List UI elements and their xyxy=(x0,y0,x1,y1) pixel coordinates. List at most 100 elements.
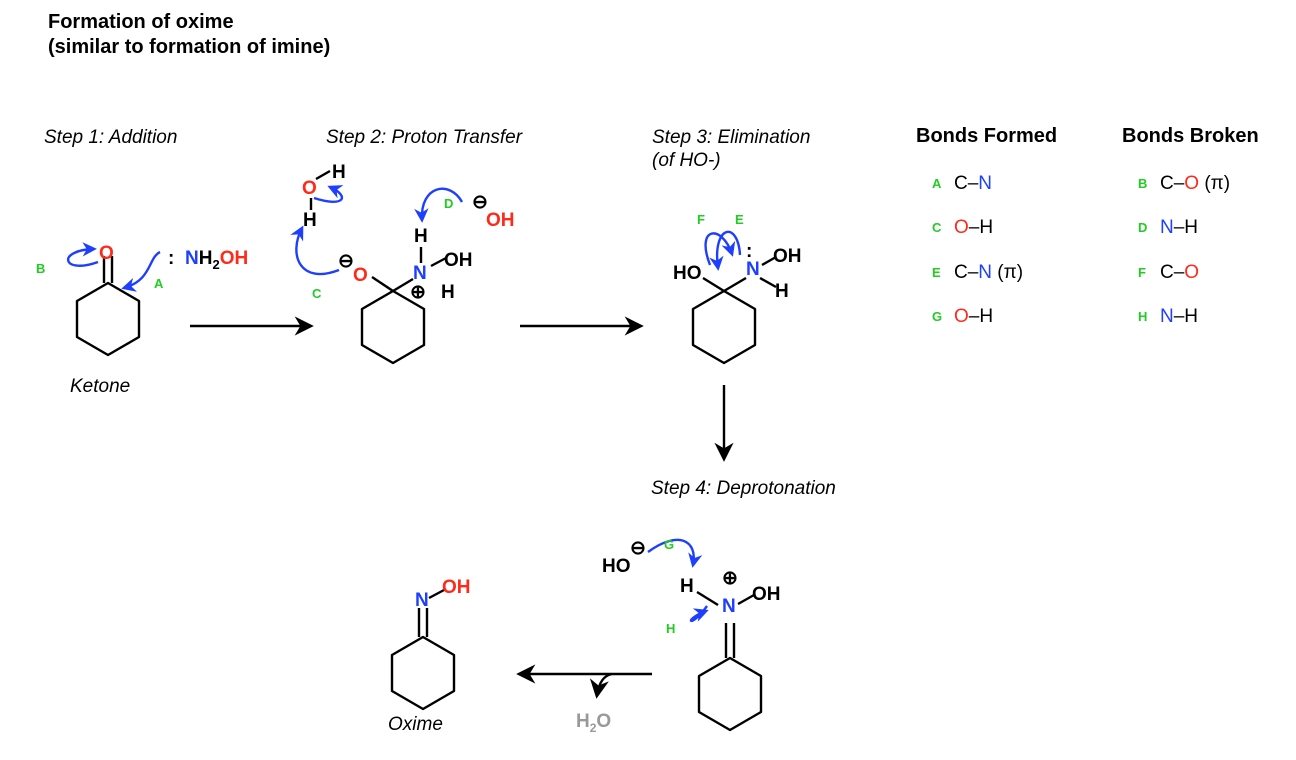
bonds-broken-header: Bonds Broken xyxy=(1122,125,1259,147)
ketone-oxygen: O xyxy=(99,243,114,264)
bond-left: C– xyxy=(954,173,979,194)
hydroxylamine: NH2OH xyxy=(185,248,248,272)
bond-left: O xyxy=(954,306,969,327)
arrow-label-h: H xyxy=(666,621,675,636)
bond-left: N xyxy=(1160,217,1174,238)
bonds-formed-row: A C–N xyxy=(932,173,992,195)
hydroxylamine-n: N xyxy=(185,248,199,269)
curved-arrow-c xyxy=(290,225,340,276)
hydroxyl-ho: HO xyxy=(673,263,702,284)
hydroxylamine-h: H xyxy=(199,248,213,269)
bond-right: N xyxy=(978,262,993,283)
curved-arrow-a xyxy=(121,250,161,292)
row-label: B xyxy=(1138,176,1148,192)
step-3-heading: Step 3: Elimination (of HO-) xyxy=(652,126,810,172)
ammonium-oh: OH xyxy=(444,250,473,271)
iminium-nitrogen: N xyxy=(722,596,736,617)
oxime-caption: Oxime xyxy=(388,714,443,735)
hydroxylamine-2: 2 xyxy=(212,257,219,272)
curved-arrow-f xyxy=(704,232,736,266)
water-o: O xyxy=(596,711,611,732)
arrow-label-b: B xyxy=(36,261,45,276)
bond-right: O xyxy=(1184,173,1200,194)
step3-h: H xyxy=(775,281,789,302)
step-4-heading: Step 4: Deprotonation xyxy=(651,478,836,499)
water-oxygen: O xyxy=(302,178,317,199)
ketone-caption: Ketone xyxy=(70,376,131,397)
iminium-oh: OH xyxy=(752,584,781,605)
bond-right: O xyxy=(1184,262,1200,283)
water-byproduct: H2O xyxy=(576,711,611,735)
curved-arrow-g xyxy=(647,538,703,568)
hydroxide-minus: ⊖ xyxy=(472,192,488,213)
water-h: H xyxy=(576,711,590,732)
arrow-label-g: G xyxy=(664,537,674,552)
bond-left: C– xyxy=(1160,262,1185,283)
curved-arrow-e xyxy=(709,230,742,271)
step3-oh: OH xyxy=(773,246,802,267)
bond-right: –H xyxy=(968,217,994,238)
n-oh-bond xyxy=(430,256,447,268)
ammonium-nitrogen: N xyxy=(413,263,427,284)
row-label: G xyxy=(932,309,943,325)
water-h-bottom: H xyxy=(303,210,317,231)
base-minus: ⊖ xyxy=(630,538,646,559)
water-loss-arrow xyxy=(589,672,613,699)
row-label: H xyxy=(1138,309,1148,325)
iminium-ring xyxy=(697,656,763,732)
bond-extra: (π) xyxy=(1199,173,1231,194)
ammonium-h-top: H xyxy=(414,226,428,247)
arrow-label-d: D xyxy=(444,196,453,211)
row-label: D xyxy=(1138,220,1148,236)
ammonium-plus: ⊕ xyxy=(410,282,426,303)
step3-lone-pair: : xyxy=(746,241,752,262)
iminium-plus: ⊕ xyxy=(722,568,738,589)
n-h-bond xyxy=(696,590,719,607)
oxime-oh: OH xyxy=(442,577,471,598)
step3-ring xyxy=(691,289,757,365)
water-sub: 2 xyxy=(590,721,597,735)
bond-right: N xyxy=(978,173,993,194)
hydroxide: OH xyxy=(486,210,515,231)
arrow-label-e: E xyxy=(735,212,744,227)
curved-arrow-o-h xyxy=(313,185,344,203)
title-line-2: (similar to formation of imine) xyxy=(48,36,331,58)
intermediate-ring xyxy=(360,289,426,365)
step-3-line-1: Step 3: Elimination xyxy=(652,127,811,148)
row-label: C xyxy=(932,220,942,236)
water-oh-bond xyxy=(315,169,331,181)
ketone-ring xyxy=(75,281,141,357)
bond-left: C– xyxy=(954,262,979,283)
step-1-heading: Step 1: Addition xyxy=(44,127,178,148)
step-2-heading: Step 2: Proton Transfer xyxy=(326,127,523,148)
row-label: F xyxy=(1138,265,1146,281)
n-oh-bond xyxy=(761,255,777,267)
arrow-label-c: C xyxy=(312,286,322,301)
oxime-nitrogen: N xyxy=(415,590,429,611)
curved-arrow-h xyxy=(689,605,709,623)
row-label: A xyxy=(932,176,942,192)
curved-arrow-b xyxy=(66,242,99,267)
lone-pair: : xyxy=(168,248,174,269)
arrow-label-a: A xyxy=(154,276,164,291)
bonds-formed-row: E C–N (π) xyxy=(932,262,1023,284)
row-label: E xyxy=(932,265,941,281)
bond-extra: (π) xyxy=(992,262,1024,283)
arrow-label-f: F xyxy=(697,212,705,227)
base-ho: HO xyxy=(602,556,631,577)
c-n-bond xyxy=(392,277,414,293)
bond-left: N xyxy=(1160,306,1174,327)
bonds-broken-row: B C–O (π) xyxy=(1138,173,1230,195)
alkoxide-oxygen: O xyxy=(353,265,368,286)
bond-left: C– xyxy=(1160,173,1185,194)
c-n-bond xyxy=(723,276,747,293)
oxime-ring xyxy=(390,635,456,711)
alkoxide-minus: ⊖ xyxy=(338,251,354,272)
step-3-line-2: (of HO-) xyxy=(652,150,721,171)
bond-right: –H xyxy=(1173,217,1199,238)
step3-nitrogen: N xyxy=(746,259,760,280)
